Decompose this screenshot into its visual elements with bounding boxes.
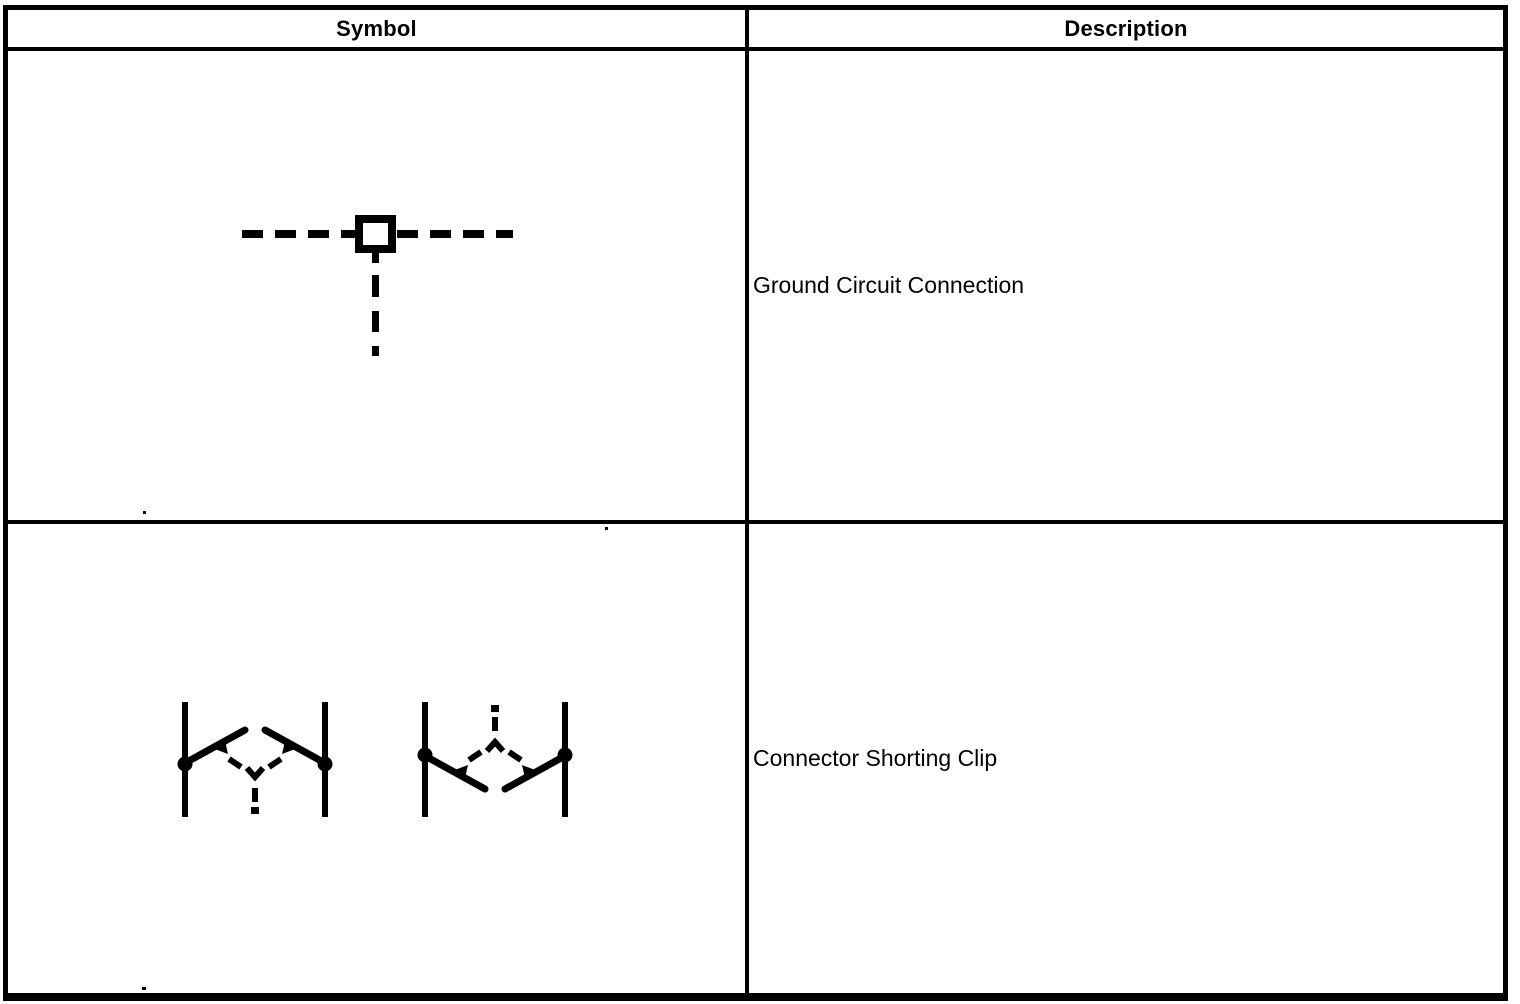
column-header-description: Description	[749, 10, 1503, 51]
table-row-1-description-cell: Ground Circuit Connection	[749, 51, 1503, 524]
ground-circuit-connection-symbol	[242, 215, 513, 358]
symbols-table: Symbol Description Ground Circuit Connec…	[3, 5, 1508, 1001]
table-row-2-description-cell: Connector Shorting Clip	[749, 524, 1503, 993]
scan-artifact-speck	[605, 527, 608, 530]
description-text: Ground Circuit Connection	[753, 272, 1025, 298]
column-header-symbol: Symbol	[8, 10, 749, 51]
table-row-1-symbol-cell	[8, 51, 749, 524]
connector-shorting-clip-symbol	[150, 690, 620, 830]
description-text: Connector Shorting Clip	[753, 745, 998, 771]
scan-artifact-speck	[143, 511, 146, 514]
shorting-clip-variant-arrow-up	[418, 702, 573, 817]
scan-artifact-speck	[142, 987, 146, 990]
shorting-clip-variant-arrow-down	[178, 702, 333, 817]
table-row-2-symbol-cell	[8, 524, 749, 993]
